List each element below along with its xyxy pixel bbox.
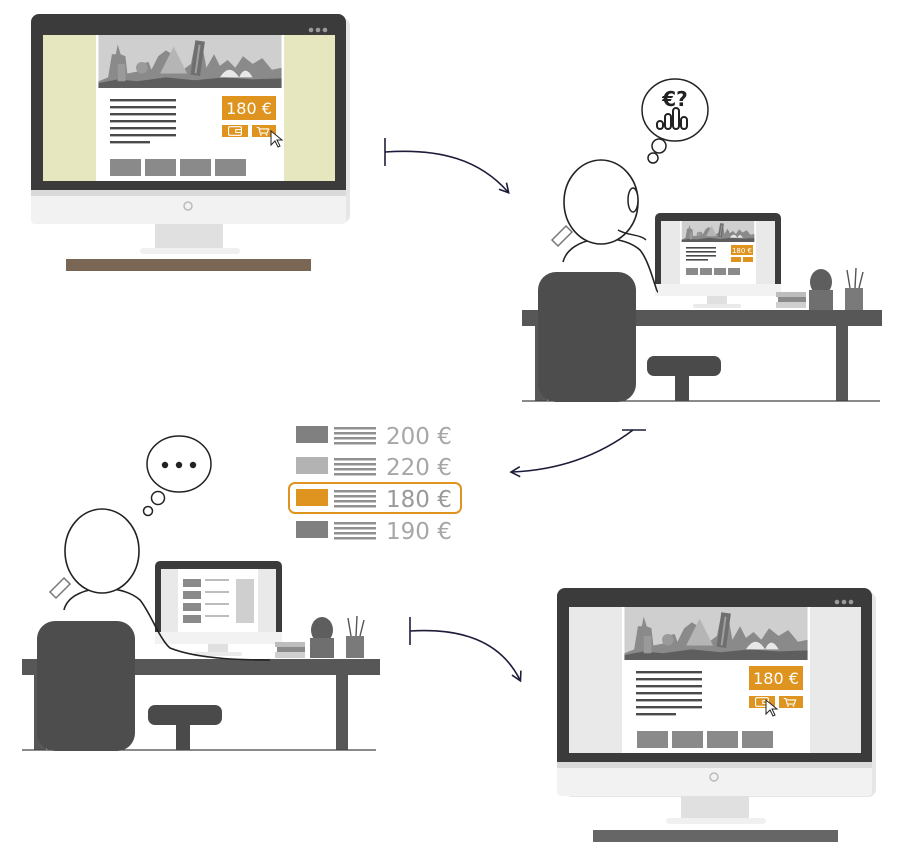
desk-surface-1 bbox=[66, 259, 311, 271]
comparison-price-1: 200 € bbox=[386, 424, 452, 450]
flow-arrow-1 bbox=[384, 138, 510, 194]
flow-arrow-3 bbox=[409, 617, 522, 683]
comparison-row-2[interactable]: 220 € bbox=[296, 455, 452, 481]
price-text-small-1: 180 € bbox=[732, 247, 752, 255]
hand-on-head-icon bbox=[550, 224, 574, 248]
chair-2 bbox=[37, 621, 135, 751]
person-head-1 bbox=[563, 159, 639, 245]
person-head-2 bbox=[64, 508, 140, 594]
person-at-desk-2 bbox=[22, 435, 380, 751]
comparison-price-4: 190 € bbox=[386, 519, 452, 545]
monitor-1: 180 € bbox=[31, 14, 350, 271]
desk-surface-2 bbox=[593, 830, 838, 842]
thumbnail-row bbox=[110, 159, 246, 176]
cart-button-2[interactable] bbox=[779, 696, 803, 708]
product-description-lines bbox=[110, 99, 176, 144]
chair-1 bbox=[538, 272, 636, 402]
selected-row-highlight bbox=[288, 482, 462, 514]
comparison-row-3-selected[interactable]: 180 € bbox=[288, 482, 462, 514]
comparison-row-4[interactable]: 190 € bbox=[296, 519, 452, 545]
price-text: 180 € bbox=[226, 99, 272, 118]
bar-chart-icon bbox=[656, 107, 688, 130]
thought-bubble-1 bbox=[641, 78, 709, 142]
skyline-banner bbox=[98, 35, 282, 88]
comparison-price-3: 180 € bbox=[386, 487, 452, 513]
flow-arrow-2 bbox=[509, 429, 646, 478]
cursor-icon-2 bbox=[765, 698, 779, 717]
comparison-row-1[interactable]: 200 € bbox=[296, 424, 452, 450]
price-badge bbox=[222, 96, 276, 120]
thought-text-1: €? bbox=[661, 87, 688, 111]
price-text-2: 180 € bbox=[753, 669, 799, 688]
price-comparison-list: 200 € 220 € 180 € 190 € bbox=[288, 424, 462, 545]
monitor-2: 180 € bbox=[557, 588, 876, 842]
comparison-price-2: 220 € bbox=[386, 455, 452, 481]
person-at-desk-1: €? 180 € bbox=[522, 78, 882, 402]
ellipsis-icon bbox=[161, 461, 197, 469]
cursor-icon bbox=[270, 129, 284, 148]
